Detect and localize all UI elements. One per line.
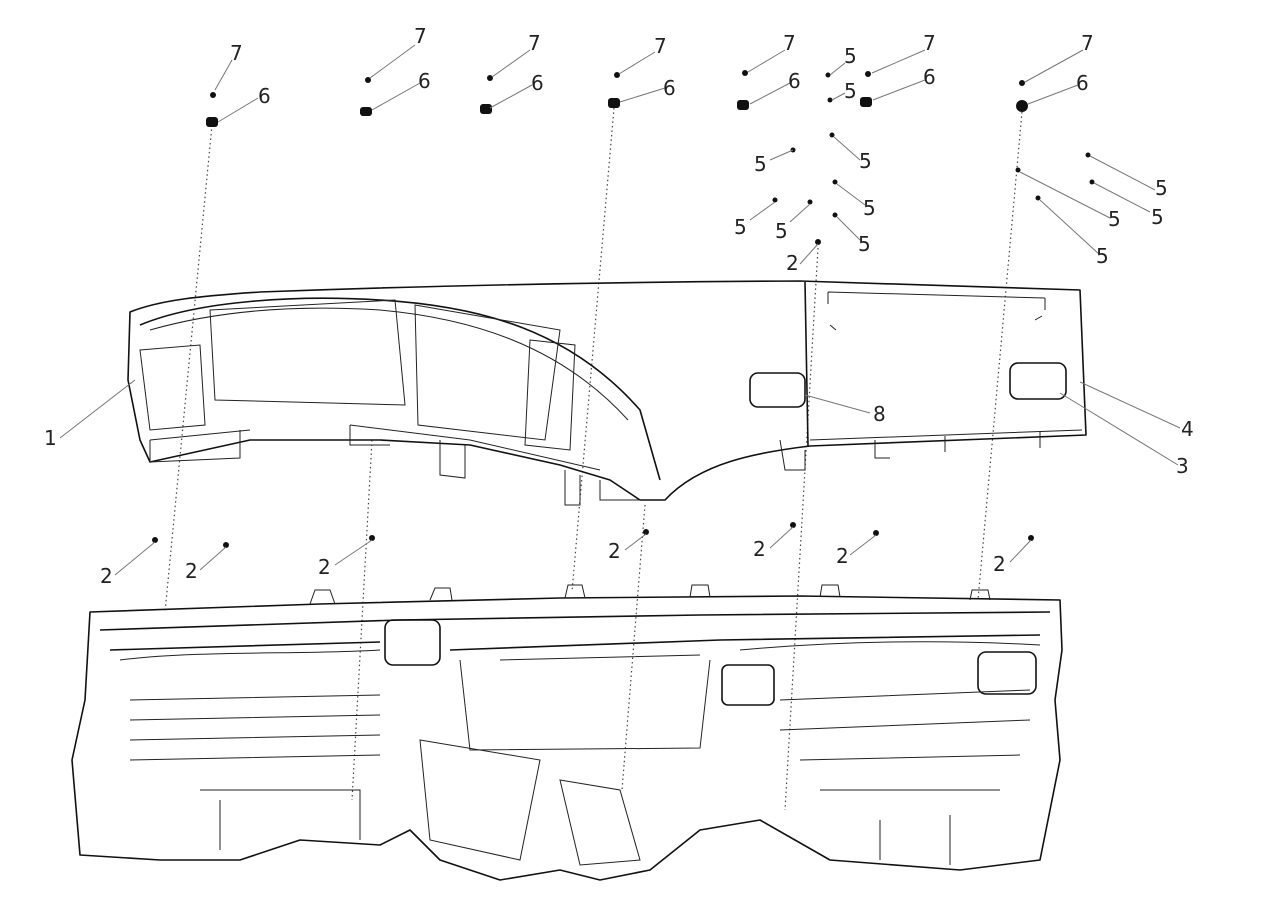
callout-7: 7 [654, 34, 667, 58]
callout-2: 2 [786, 251, 799, 275]
instrument-panel-frame [71, 584, 1063, 881]
leader-lines [59, 44, 1181, 576]
callout-4: 4 [1181, 417, 1194, 441]
callout-6: 6 [1076, 71, 1089, 95]
callout-5: 5 [858, 232, 871, 256]
callout-5: 5 [1155, 176, 1168, 200]
callout-7: 7 [528, 31, 541, 55]
callout-5: 5 [754, 152, 767, 176]
alignment-lines [164, 107, 1023, 811]
callout-6: 6 [788, 69, 801, 93]
callout-1: 1 [44, 426, 57, 450]
callout-7: 7 [1081, 31, 1094, 55]
callout-labels: 7 7 7 7 7 7 7 6 6 6 6 6 6 6 5 5 5 5 5 5 … [44, 24, 1194, 588]
callout-6: 6 [258, 84, 271, 108]
callout-2: 2 [608, 539, 621, 563]
callout-6: 6 [418, 69, 431, 93]
callout-5: 5 [1096, 244, 1109, 268]
callout-2: 2 [100, 564, 113, 588]
callout-7: 7 [783, 31, 796, 55]
callout-5: 5 [863, 196, 876, 220]
callout-6: 6 [663, 76, 676, 100]
callout-6: 6 [923, 65, 936, 89]
callout-5: 5 [844, 44, 857, 68]
callout-2: 2 [753, 537, 766, 561]
callout-8: 8 [873, 402, 886, 426]
callout-3: 3 [1176, 454, 1189, 478]
callout-5: 5 [734, 215, 747, 239]
callout-5: 5 [859, 149, 872, 173]
callout-2: 2 [836, 544, 849, 568]
callout-2: 2 [185, 559, 198, 583]
callout-5: 5 [1108, 207, 1121, 231]
fasteners [152, 70, 1095, 548]
instrument-panel-upper [127, 280, 1087, 506]
callout-5: 5 [775, 219, 788, 243]
callout-2: 2 [993, 552, 1006, 576]
callout-7: 7 [414, 24, 427, 48]
callout-2: 2 [318, 555, 331, 579]
callout-6: 6 [531, 71, 544, 95]
callout-5: 5 [1151, 205, 1164, 229]
callout-7: 7 [230, 41, 243, 65]
callout-5: 5 [844, 79, 857, 103]
callout-7: 7 [923, 31, 936, 55]
